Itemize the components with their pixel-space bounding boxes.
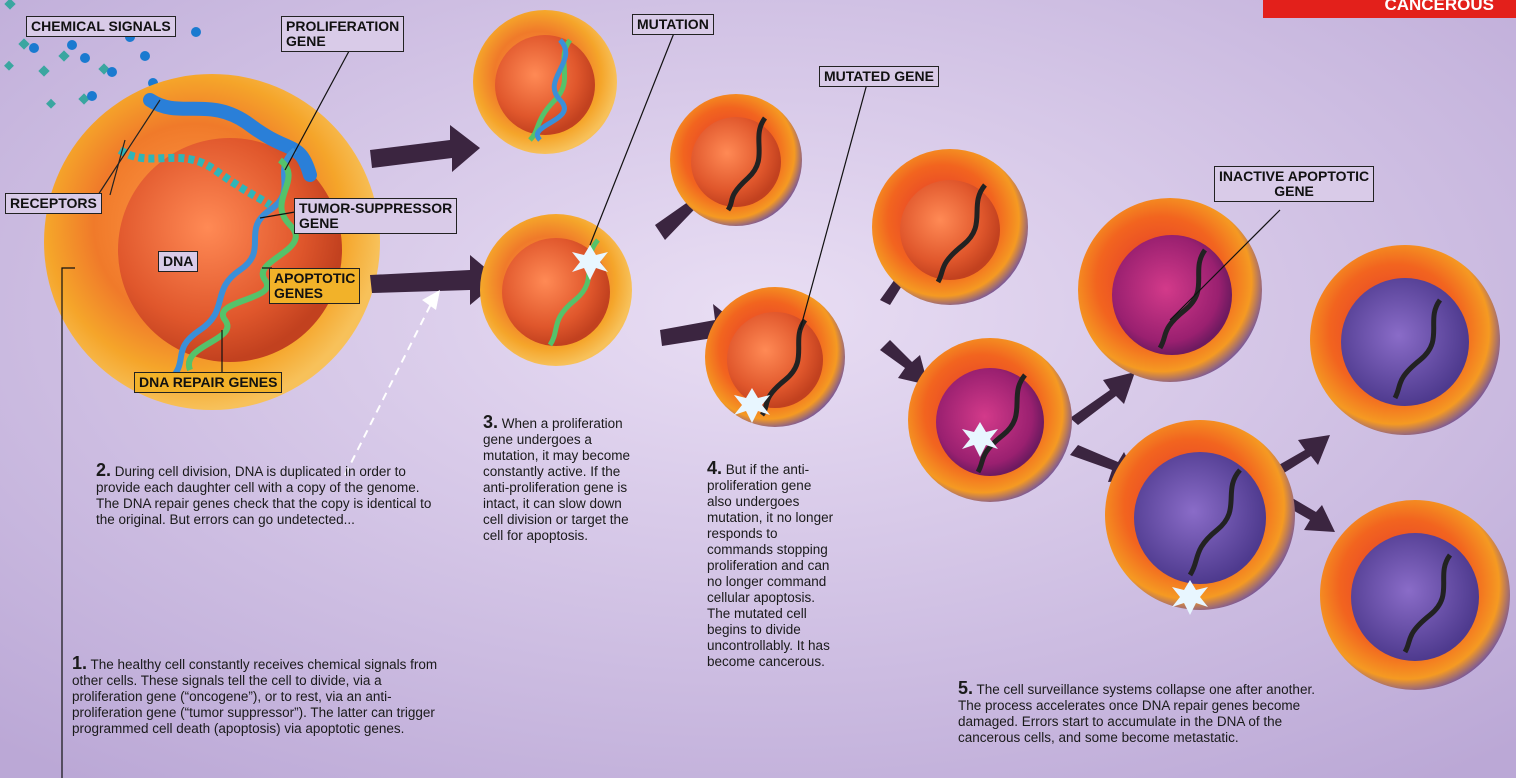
label-apoptotic-line2: GENES (274, 285, 323, 301)
step-1-number: 1. (72, 653, 87, 673)
label-tumor-suppressor-line1: TUMOR-SUPPRESSOR (299, 200, 452, 216)
label-tumor-suppressor-line2: GENE (299, 215, 339, 231)
step-2-number: 2. (96, 460, 111, 480)
healthy-cell (44, 74, 380, 410)
label-proliferation-gene-line1: PROLIFERATION (286, 18, 399, 34)
step-2-text: 2. During cell division, DNA is duplicat… (96, 462, 434, 528)
step-5-number: 5. (958, 678, 973, 698)
label-inactive-apoptotic-line1: INACTIVE APOPTOTIC (1219, 168, 1369, 184)
step-1-body: The healthy cell constantly receives che… (72, 657, 437, 736)
label-receptors: RECEPTORS (5, 193, 102, 214)
label-dna-repair-genes: DNA REPAIR GENES (134, 372, 282, 393)
label-mutated-gene: MUTATED GENE (819, 66, 939, 87)
label-chemical-signals: CHEMICAL SIGNALS (26, 16, 176, 37)
label-mutation: MUTATION (632, 14, 714, 35)
cancerous-badge: CANCEROUS (1263, 0, 1516, 18)
label-tumor-suppressor-gene: TUMOR-SUPPRESSOR GENE (294, 198, 457, 234)
cell-stage5-e (1310, 245, 1500, 435)
step-2-body: During cell division, DNA is duplicated … (96, 464, 431, 527)
step-1-text: 1. The healthy cell constantly receives … (72, 655, 450, 737)
step-3-body: When a proliferation gene undergoes a mu… (483, 416, 630, 543)
step-4-text: 4. But if the anti-proliferation gene al… (707, 460, 835, 670)
label-apoptotic-line1: APOPTOTIC (274, 270, 355, 286)
label-proliferation-gene-line2: GENE (286, 33, 326, 49)
step-4-number: 4. (707, 458, 722, 478)
label-dna: DNA (158, 251, 198, 272)
label-apoptotic-genes: APOPTOTIC GENES (269, 268, 360, 304)
step-5-body: The cell surveillance systems collapse o… (958, 682, 1315, 745)
daughter-cell-top (473, 10, 617, 154)
label-inactive-apoptotic-gene: INACTIVE APOPTOTIC GENE (1214, 166, 1374, 202)
step-3-text: 3. When a proliferation gene undergoes a… (483, 414, 635, 544)
cell-stage5-c (1078, 198, 1262, 382)
label-inactive-apoptotic-line2: GENE (1274, 183, 1314, 199)
step-3-number: 3. (483, 412, 498, 432)
step-5-text: 5. The cell surveillance systems collaps… (958, 680, 1328, 746)
cell-stage4-bottom (705, 287, 845, 427)
cell-stage5-a (872, 149, 1028, 305)
mutated-cell-stage3 (480, 214, 632, 366)
cell-stage5-f (1320, 500, 1510, 690)
cell-stage4-top (670, 94, 802, 226)
cell-stage5-b (908, 338, 1072, 502)
step-4-body: But if the anti-proliferation gene also … (707, 462, 833, 669)
label-proliferation-gene: PROLIFERATION GENE (281, 16, 404, 52)
